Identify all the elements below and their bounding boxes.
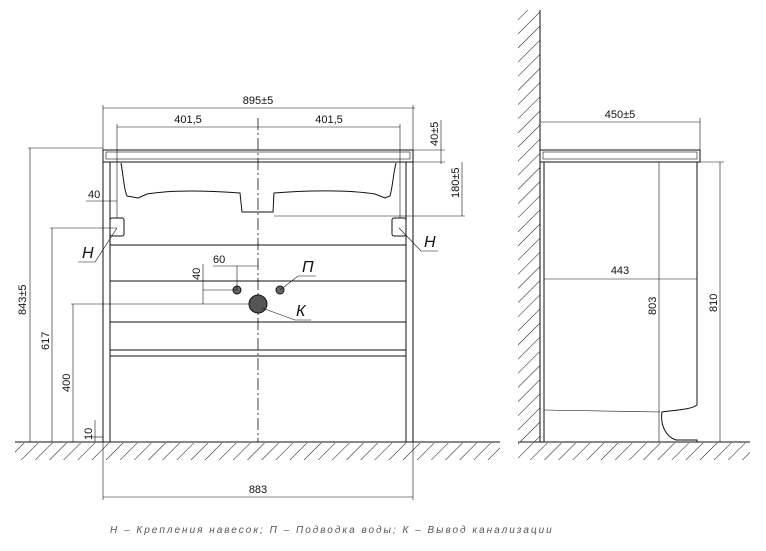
hook-right <box>391 217 407 237</box>
dim-pipe-offset-y: 40 <box>191 268 203 280</box>
dim-pipe-offset-x: 60 <box>213 254 225 266</box>
cabinet-left-side <box>102 161 111 443</box>
side-view: 450±5 443 803 810 <box>518 10 750 460</box>
dim-inner-depth: 443 <box>611 265 629 277</box>
dim-height: 810 <box>708 294 720 312</box>
label-drain: К <box>296 303 307 320</box>
legend-text: Н – Крепления навесок; П – Подводка воды… <box>110 525 554 536</box>
side-cabinet-outline <box>543 162 698 442</box>
drain-outlet <box>248 294 268 314</box>
dim-width-total: 895±5 <box>243 95 274 107</box>
dim-depth-total: 450±5 <box>605 109 636 121</box>
floor-hatch <box>15 443 500 460</box>
dim-side-offset: 40 <box>88 189 100 201</box>
side-countertop <box>539 149 701 163</box>
hook-left <box>109 217 125 237</box>
dim-top-thickness: 40±5 <box>429 122 441 146</box>
side-floor-hatch <box>518 443 750 460</box>
label-water-inlet: П <box>302 259 314 276</box>
dim-leg-height: 10 <box>83 428 95 440</box>
dim-hook-height: 617 <box>40 332 52 350</box>
side-countertop-inner <box>542 151 698 160</box>
label-hook-left: Н <box>82 245 94 262</box>
dim-half-right: 401,5 <box>315 114 343 126</box>
dim-basin-depth: 180±5 <box>450 167 462 198</box>
label-hook-right: Н <box>424 234 436 251</box>
dim-half-left: 401,5 <box>174 114 202 126</box>
basin-outline <box>120 162 397 213</box>
wall-hatch <box>518 10 540 442</box>
dim-drain-height: 400 <box>61 374 73 392</box>
dim-inner-height: 803 <box>647 297 659 315</box>
cabinet-right-side <box>405 161 414 443</box>
front-view: 895±5 401,5 401,5 40±5 180±5 40 843±5 61… <box>15 95 500 500</box>
dim-bottom-width: 883 <box>249 484 267 496</box>
dim-height-total: 843±5 <box>17 284 29 315</box>
